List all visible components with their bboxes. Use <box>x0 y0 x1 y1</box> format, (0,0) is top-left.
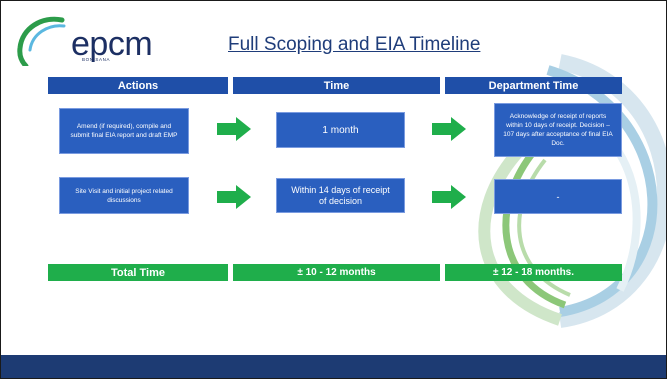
header-time: Time <box>233 77 440 94</box>
row-1-action: Amend (if required), compile and submit … <box>59 108 189 154</box>
total-time-label: Total Time <box>48 264 228 281</box>
logo-subtitle: BONISANA <box>82 57 111 62</box>
logo-wordmark: epcm <box>71 25 153 63</box>
row-2-time: Within 14 days of receipt of decision <box>276 178 405 213</box>
right-arrow-icon <box>217 185 251 209</box>
total-department-time-value: ± 12 - 18 months. <box>445 264 622 281</box>
header-actions: Actions <box>48 77 228 94</box>
right-arrow-icon <box>432 185 466 209</box>
epcm-logo-icon <box>17 16 66 66</box>
footer-bar <box>0 355 667 379</box>
company-logo: epcm BONISANA <box>14 14 184 66</box>
row-2-department-time: - <box>494 179 622 214</box>
total-time-value: ± 10 - 12 months <box>233 264 440 281</box>
row-1-time: 1 month <box>276 112 405 148</box>
right-arrow-icon <box>432 117 466 141</box>
row-2-action: Site Visit and initial project related d… <box>59 177 189 214</box>
right-arrow-icon <box>217 117 251 141</box>
slide-title: Full Scoping and EIA Timeline <box>228 34 481 55</box>
row-1-department-time: Acknowledge of receipt of reports within… <box>494 103 622 157</box>
header-department-time: Department Time <box>445 77 622 94</box>
